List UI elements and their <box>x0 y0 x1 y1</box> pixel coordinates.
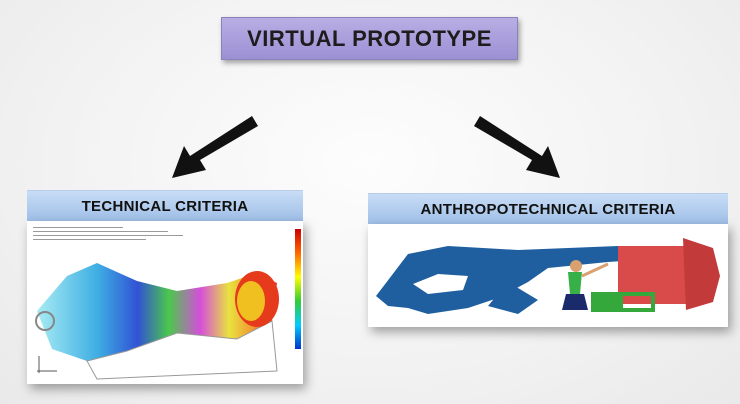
technical-criteria-image <box>27 221 303 384</box>
fea-model-drawing <box>35 263 279 380</box>
ergonomic-model-drawing <box>376 238 720 314</box>
simulation-caption-text <box>33 227 183 243</box>
technical-criteria-header: TECHNICAL CRITERIA <box>27 190 303 222</box>
anthropotechnical-criteria-image <box>368 224 728 327</box>
down-right-arrow-icon <box>474 116 560 178</box>
down-left-arrow-icon <box>172 116 258 178</box>
color-scale-legend <box>295 229 301 349</box>
title-box: VIRTUAL PROTOTYPE <box>221 17 518 60</box>
anthropotechnical-criteria-header: ANTHROPOTECHNICAL CRITERIA <box>368 193 728 225</box>
